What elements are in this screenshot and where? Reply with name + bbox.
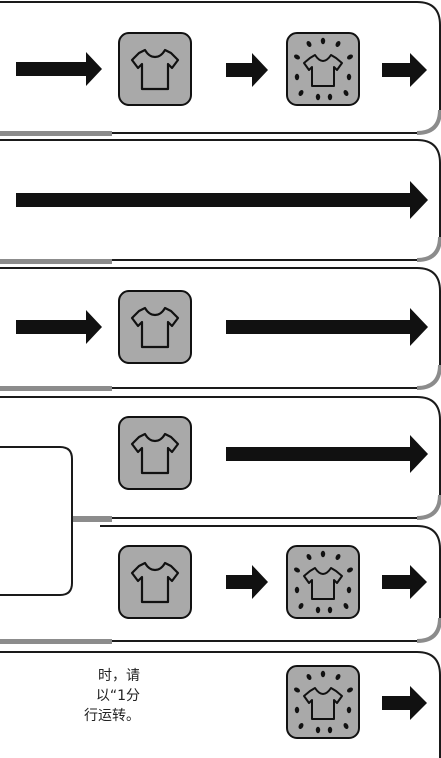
panel-4 [0,396,441,522]
note-line-2: 以“1分 [95,688,140,704]
arrow-right-icon [382,565,427,599]
note-text: 时，请 以“1分 行运转。 [0,666,140,726]
panel-3 [0,267,441,391]
arrow-right-icon [226,565,268,599]
arrow-right-icon [16,181,428,219]
arrow-right-icon [382,53,427,87]
panel-shadow [72,516,112,522]
panel-shadow [0,131,112,136]
wet-shirt-icon [286,665,360,739]
arrow-right-icon [226,308,428,346]
panel-shadow [0,386,112,391]
arrow-right-icon [382,686,427,720]
arrow-right-icon [16,310,102,344]
panel-1 [0,1,441,136]
note-line-1: 时，请 [98,668,140,684]
shirt-icon [117,415,193,491]
shirt-icon [117,289,193,365]
arrow-right-icon [226,435,428,473]
shirt-icon [117,544,193,620]
wet-shirt-icon [286,32,360,106]
note-line-3: 行运转。 [84,708,140,724]
panel-shadow [0,639,112,644]
shirt-icon [117,31,193,107]
arrow-right-icon [226,53,268,87]
arrow-right-icon [16,52,102,86]
panel-5 [0,525,441,644]
wet-shirt-icon [286,545,360,619]
panel-2 [0,139,441,264]
bracket-box [0,446,73,596]
panel-shadow [0,259,112,264]
panel-6 [0,651,441,758]
